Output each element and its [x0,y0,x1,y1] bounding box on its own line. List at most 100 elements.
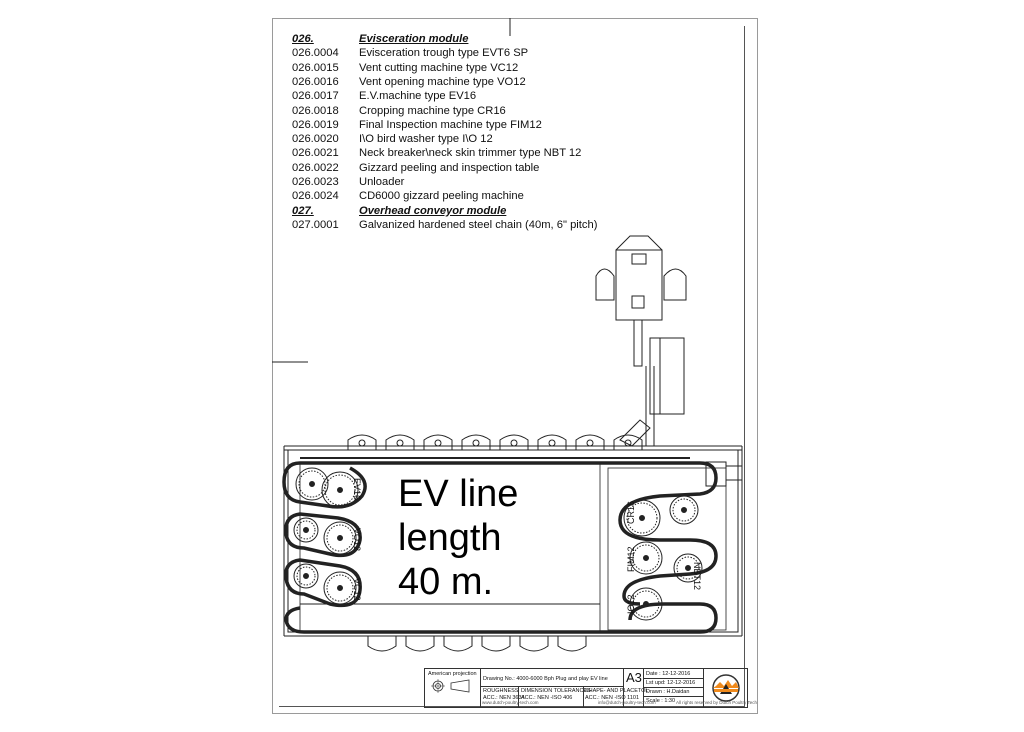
company-logo-icon [712,674,740,702]
note-line-2: length [398,517,502,559]
sprocket-hub [303,573,309,579]
dimension-tolerances-label: DIMENSION TOLERANCES [521,688,591,694]
scale-field: Scale : 1:30 [646,698,676,704]
bom-code: 026.0016 [292,75,339,88]
sprocket-teeth [326,524,354,552]
shackle-top [613,434,643,451]
bom-code: 026.0015 [292,61,339,74]
shackle-bottom [519,635,549,652]
bom-code: 026.0023 [292,176,339,188]
bom-code: 027. [292,204,314,217]
bom-description: Vent opening machine type VO12 [359,75,526,88]
unloader-wheel-right [663,268,687,301]
shackle-bottom [481,635,511,652]
sprocket-teeth [626,502,658,534]
sprocket-hub [337,585,343,591]
machine-label-vo12: VO12 [352,528,362,552]
shape-tolerance-label: SHAPE- AND PLACETOL [585,688,649,694]
unloader-wheel-left [595,268,615,301]
roughness-acc: ACC.: NEN 3634 [483,695,525,701]
bom-description: Galvanized hardened steel chain (40m, 6"… [359,218,598,231]
machine-label-cr16: CR16 [626,500,636,524]
machine-bay-right [607,467,727,631]
sprocket [629,541,663,575]
machine-label-ev16: EV16 [352,478,362,501]
bom-description: Vent cutting machine type VC12 [359,61,519,74]
bom-description: Neck breaker\neck skin trimmer type NBT … [359,147,582,160]
transfer-chute [619,419,651,447]
shape-tolerance-acc: ACC.: NEN -ISO 1101 [585,695,639,701]
chain-path-right [618,461,718,606]
bom-code: 026.0022 [292,161,339,174]
drawing-number: Drawing No.: 4000-6000 Bph Plug and play… [483,676,608,682]
footer-rights: All rights reserved by Dutch Poultry Tec… [676,700,757,705]
bom-code: 026.0017 [292,90,339,103]
sprocket-teeth [326,574,354,602]
sprocket [673,553,703,583]
footer-email: info@dutch-poultry-tech.com [598,700,656,705]
unloader-part [631,253,647,265]
chain-path [282,461,718,634]
shackle-hub [510,439,518,447]
bom-code: 026.0024 [292,190,339,203]
note-line-1: EV line [398,473,519,515]
washer-box [649,337,685,415]
sprocket-teeth [324,474,356,506]
bom-code: 026.0021 [292,147,339,160]
drawn-by-field: Drawn : H.Daidan [646,689,690,695]
bom-description: Unloader [359,176,405,188]
dimension-tolerances-acc: ACC.: NEN -ISO 406 [521,695,573,701]
sprocket-hub [681,507,687,513]
machine-label-vc12: VC12 [352,578,362,601]
footer-website: www.dutch-poultry-tech.com [482,700,539,705]
date-field: Date : 12-12-2016 [646,671,691,677]
bom-code: 026.0020 [292,133,339,146]
sprocket-hub [303,527,309,533]
sprocket-teeth [296,520,316,540]
sprocket-teeth [672,498,696,522]
shackle-hub [472,439,480,447]
sprocket [295,467,329,501]
machine-label-nbt12: NBT12 [692,562,702,591]
title-block: American projection Drawing No.: 4000-60… [424,668,748,708]
ev-line-length-note: EV line length 40 m. [398,472,518,604]
shackle-top [499,434,529,451]
bom-code: 026. [292,33,314,45]
bom-description: Evisceration module [359,33,469,45]
machine-label-fim12: FIM12 [626,546,636,572]
sprocket-teeth [296,566,316,586]
bom-description: Gizzard peeling and inspection table [359,161,540,174]
shackle-bottom [405,635,435,652]
shackle-hub [548,439,556,447]
shackle-hub [396,439,404,447]
shackle-bottom [443,635,473,652]
projection-label: American projection [428,671,477,677]
drawing-frame [279,26,745,707]
roughness-label: ROUGHNESS [483,688,519,694]
shackle-hub [434,439,442,447]
bom-description: CD6000 gizzard peeling machine [359,190,524,203]
shackle-hub [586,439,594,447]
unloader-body [615,249,663,321]
last-update-field: Lst upd: 12-12-2016 [646,680,696,686]
bom-description: Overhead conveyor module [359,204,507,217]
bom-description: Cropping machine type CR16 [359,104,506,117]
bom-code: 027.0001 [292,218,339,231]
note-line-3: 40 m. [398,561,494,603]
sprocket-hub [639,515,645,521]
shackle-top [575,434,605,451]
shackle-top [347,434,377,451]
sprocket-hub [685,565,691,571]
bom-description: Evisceration trough type EVT6 SP [359,47,529,60]
sprocket [293,563,319,589]
bom-description: E.V.machine type EV16 [359,90,477,103]
bom-code: 026.0019 [292,118,339,131]
shackle-hub [358,439,366,447]
unloader-hood [615,235,663,251]
projection-symbol-icon [431,679,470,693]
shackle-top [385,434,415,451]
bom-description: Final Inspection machine type FIM12 [359,118,542,131]
shackle-top [423,434,453,451]
sprocket-hub [337,487,343,493]
